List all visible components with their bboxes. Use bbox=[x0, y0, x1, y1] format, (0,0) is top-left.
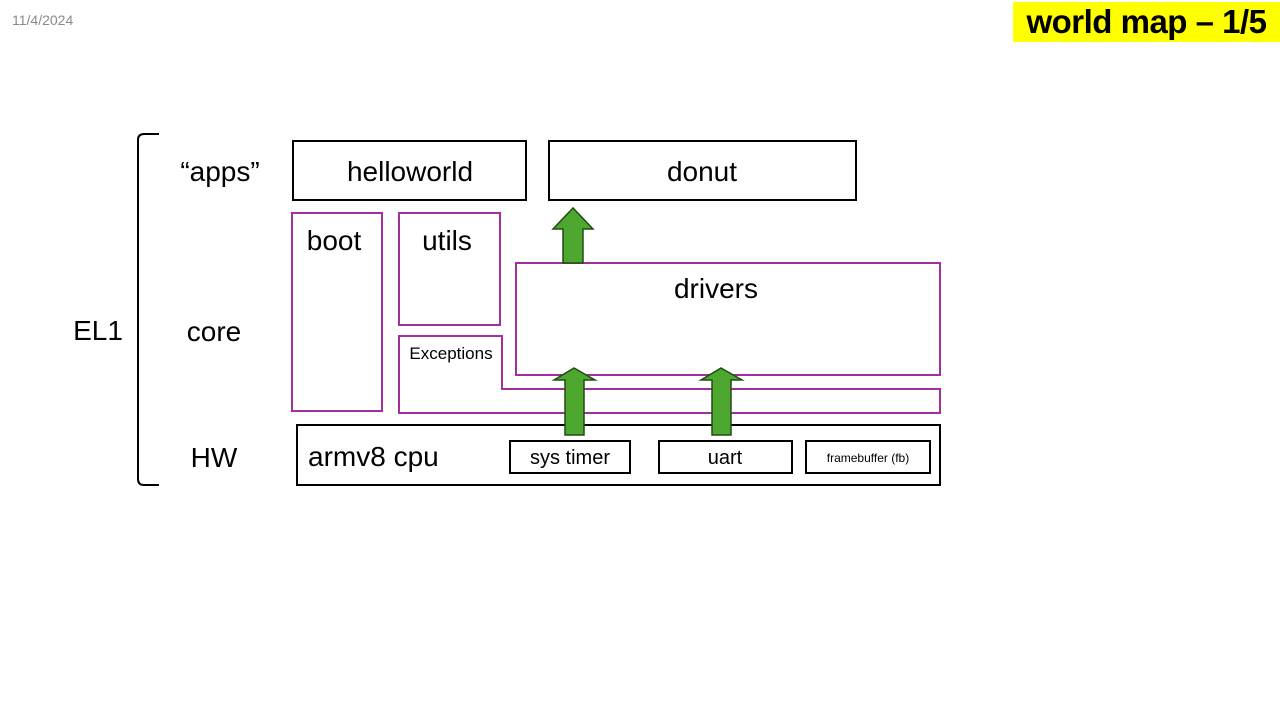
hw-box-framebuffer bbox=[805, 440, 931, 474]
arrow-drivers-to-donut bbox=[551, 206, 595, 264]
hw-box-sys-timer bbox=[509, 440, 631, 474]
hw-label-framebuffer: framebuffer (fb) bbox=[827, 451, 909, 465]
slide-title: world map – 1/5 bbox=[1013, 2, 1280, 42]
core-label-drivers: drivers bbox=[674, 273, 758, 304]
core-box-utils bbox=[398, 212, 501, 326]
core-label-utils: utils bbox=[422, 225, 472, 256]
layer-label-hw: HW bbox=[191, 442, 238, 473]
app-box-helloworld bbox=[292, 140, 527, 201]
layer-label-apps: “apps” bbox=[180, 156, 259, 187]
el1-label: EL1 bbox=[73, 315, 123, 346]
hw-label-sys-timer: sys timer bbox=[530, 447, 610, 469]
core-box-boot bbox=[291, 212, 383, 412]
app-label-donut: donut bbox=[667, 156, 737, 187]
core-label-boot: boot bbox=[307, 225, 362, 256]
core-label-exceptions: Exceptions bbox=[409, 344, 492, 363]
layer-label-core: core bbox=[187, 316, 241, 347]
core-box-exceptions bbox=[398, 335, 941, 414]
hw-label-uart: uart bbox=[708, 447, 743, 469]
arrow-sys-timer-to-exceptions bbox=[551, 367, 598, 436]
arrow-uart-to-drivers bbox=[698, 367, 745, 436]
slide-date: 11/4/2024 bbox=[12, 12, 74, 28]
core-box-drivers bbox=[515, 262, 941, 376]
app-box-donut bbox=[548, 140, 857, 201]
hw-box-uart bbox=[658, 440, 793, 474]
hw-label-cpu: armv8 cpu bbox=[308, 441, 439, 472]
app-label-helloworld: helloworld bbox=[347, 156, 473, 187]
el1-bracket bbox=[137, 133, 159, 486]
